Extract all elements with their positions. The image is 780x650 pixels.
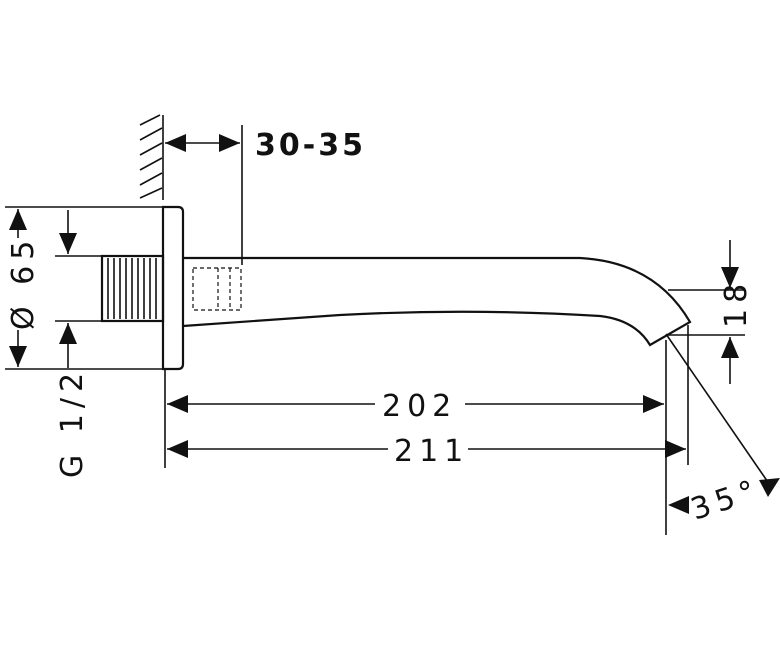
- outlet-height-dimension: 18: [668, 240, 754, 384]
- flange-diameter-label: Ø 65: [6, 235, 41, 330]
- wall-depth-label: 30-35: [255, 128, 366, 163]
- thread-label: G 1/2: [55, 367, 90, 478]
- thread-dimension: G 1/2: [55, 210, 102, 478]
- outlet-angle-dimension: 35°: [665, 333, 780, 528]
- outlet-angle-label: 35°: [687, 472, 766, 527]
- spout-body: [182, 256, 692, 347]
- length-total-label: 211: [394, 434, 469, 469]
- length-dimensions: 202 211: [164, 325, 689, 535]
- wall-depth-dimension: 30-35: [165, 125, 366, 265]
- thread-connector: [100, 254, 165, 323]
- length-inner-label: 202: [382, 389, 457, 424]
- wall-hatch: [139, 114, 164, 200]
- flange-diameter-dimension: Ø 65: [4, 206, 163, 370]
- outlet-height-label: 18: [719, 278, 754, 328]
- flange: [161, 205, 185, 371]
